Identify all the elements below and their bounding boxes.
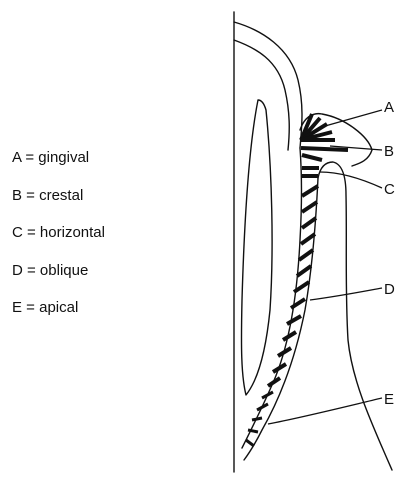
label-c: C bbox=[384, 181, 395, 198]
gingival-fibers bbox=[301, 114, 335, 140]
alveolar-bone-outline bbox=[318, 162, 392, 470]
horizontal-fibers bbox=[302, 168, 319, 176]
dentin-outline bbox=[234, 40, 289, 150]
apical-fibers bbox=[246, 392, 273, 446]
label-b: B bbox=[384, 143, 394, 160]
ligament-space-outline bbox=[244, 178, 318, 460]
label-d: D bbox=[384, 281, 395, 298]
crestal-fibers bbox=[301, 148, 348, 160]
leader-line-c bbox=[320, 172, 382, 188]
label-a: A bbox=[384, 99, 394, 116]
pulp-canal bbox=[241, 100, 272, 395]
label-e: E bbox=[384, 391, 394, 408]
leader-line-e bbox=[268, 398, 382, 424]
